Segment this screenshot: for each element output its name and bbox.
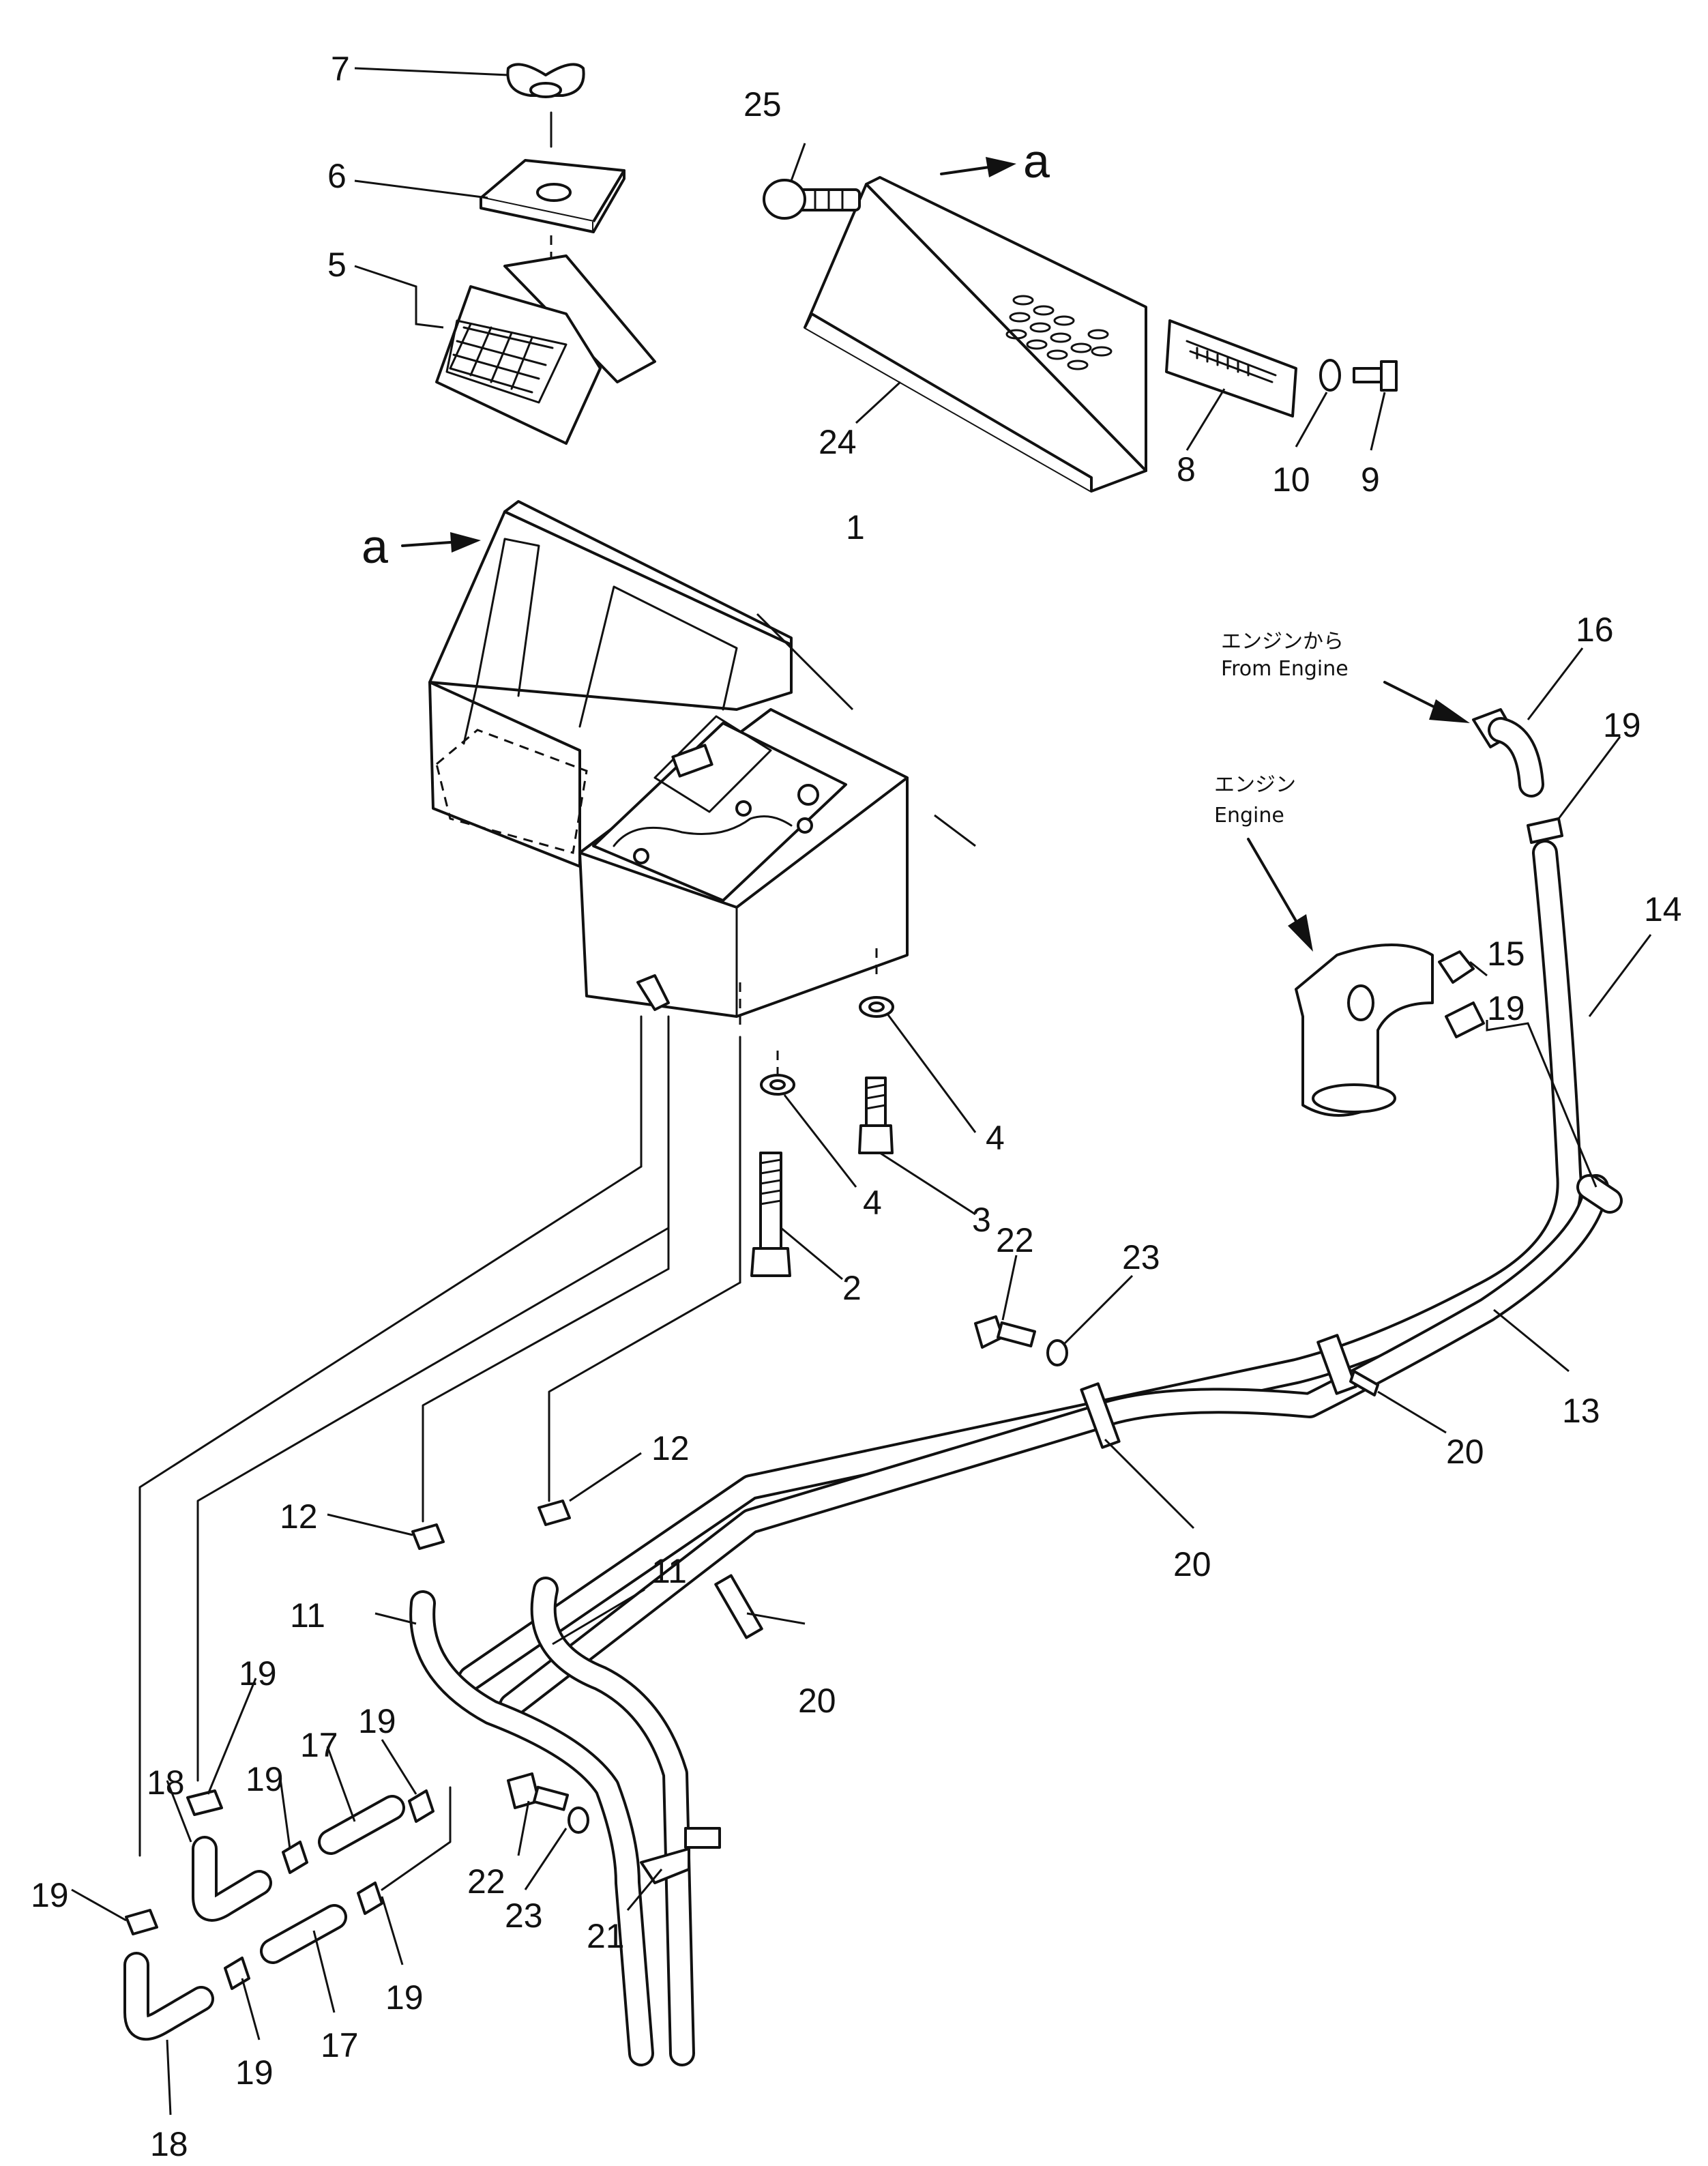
label-18-lower: 18 — [150, 2125, 188, 2163]
label-20-left: 20 — [798, 1682, 836, 1720]
label-1: 1 — [846, 508, 865, 546]
bolt-2-part — [750, 1152, 791, 1277]
clamp-12-right-part — [538, 1499, 571, 1526]
label-22-right: 22 — [996, 1221, 1034, 1259]
label-19-lower-left: 19 — [31, 1876, 69, 1914]
fitting-15-part — [1438, 950, 1475, 984]
label-24: 24 — [819, 423, 857, 461]
washer-23-left-part — [568, 1806, 589, 1834]
washer-plate-part — [480, 159, 625, 409]
engine-notes: エンジンから From Engine エンジン Engine — [1214, 630, 1349, 828]
label-17-lower: 17 — [321, 2026, 359, 2064]
label-2: 2 — [842, 1269, 862, 1307]
label-19-lower-b: 19 — [246, 1760, 284, 1798]
washer-10-part — [1319, 359, 1341, 392]
clamp-19-right-lower-part — [1445, 1001, 1485, 1038]
label-21: 21 — [587, 1917, 625, 1955]
washer-4-upper-part — [859, 996, 894, 1018]
view-marker-a-left: a — [362, 520, 388, 573]
view-arrows — [401, 157, 1470, 952]
label-10: 10 — [1272, 460, 1310, 499]
label-19-lower-a: 19 — [239, 1654, 277, 1693]
label-11-left: 11 — [290, 1596, 325, 1635]
label-9: 9 — [1361, 460, 1380, 499]
label-19-lower-d: 19 — [385, 1978, 424, 2017]
label-12-left: 12 — [280, 1497, 318, 1536]
label-8: 8 — [1177, 450, 1196, 488]
connection-lines — [138, 1015, 741, 1857]
note-engine-en: Engine — [1214, 804, 1284, 828]
label-19-lower-c: 19 — [358, 1702, 396, 1740]
label-17-upper: 17 — [300, 1726, 338, 1764]
meter-8-part — [1165, 319, 1297, 418]
label-18-upper: 18 — [147, 1763, 185, 1802]
label-23-left: 23 — [505, 1897, 543, 1935]
label-6: 6 — [327, 157, 347, 195]
label-14: 14 — [1644, 890, 1682, 928]
clamp-21-part — [640, 1827, 721, 1884]
clamp-12-left-part — [411, 1523, 445, 1550]
label-11-right: 11 — [651, 1552, 687, 1590]
label-12-right: 12 — [651, 1429, 690, 1467]
hose-assembly — [409, 840, 1623, 2066]
note-from-engine-jp: エンジンから — [1221, 630, 1344, 654]
washer-4-lower-part — [760, 1051, 795, 1096]
elbow-fitting-16-part — [1472, 708, 1544, 797]
knob-25-part — [763, 179, 861, 220]
console-box-part — [428, 500, 909, 1030]
hose-18-lower-part — [123, 1952, 214, 2041]
pipe-17-lower-part — [260, 1904, 347, 1964]
label-20-middle: 20 — [1173, 1545, 1211, 1583]
label-19-right: 19 — [1487, 989, 1525, 1027]
clamp-20-right-part — [1316, 1334, 1379, 1396]
pipe-17-upper-part — [318, 1795, 405, 1855]
bolt-9-part — [1353, 360, 1398, 392]
washer-23-right-part — [1046, 1339, 1068, 1366]
label-5: 5 — [327, 246, 347, 284]
note-engine-jp: エンジン — [1214, 773, 1296, 797]
label-22-left: 22 — [467, 1862, 505, 1901]
label-20-right: 20 — [1446, 1433, 1484, 1471]
bolt-22-right-part — [974, 1315, 1036, 1349]
label-7: 7 — [331, 50, 350, 88]
label-4-lower: 4 — [863, 1184, 882, 1222]
label-19-lower-e: 19 — [235, 2053, 274, 2092]
engine-outline — [1295, 943, 1434, 1117]
panel-vent-slots — [1005, 295, 1113, 370]
wing-nut-part — [506, 63, 585, 148]
label-23-right: 23 — [1122, 1238, 1160, 1276]
label-13: 13 — [1562, 1392, 1600, 1430]
label-16: 16 — [1576, 611, 1614, 649]
clamp-19-right-upper-part — [1527, 817, 1563, 844]
bolt-3-part — [858, 1077, 894, 1154]
clamps-19-lower-left — [125, 1789, 435, 1990]
display-housing-part — [435, 254, 656, 445]
view-marker-a-top: a — [1023, 134, 1050, 188]
leader-line-lower — [381, 1786, 452, 1891]
label-19-top-right: 19 — [1603, 706, 1641, 744]
label-3: 3 — [972, 1201, 991, 1239]
label-25: 25 — [743, 85, 782, 123]
note-from-engine-en: From Engine — [1221, 657, 1349, 681]
clamp-20-left-part — [714, 1574, 763, 1639]
label-15: 15 — [1487, 935, 1525, 973]
leader-lines — [71, 67, 1652, 2116]
label-4-upper: 4 — [986, 1119, 1005, 1157]
panel-24-part — [804, 176, 1147, 493]
bolt-22-left-part — [507, 1772, 570, 1811]
hose-18-upper-part — [192, 1836, 272, 1922]
part-number-labels: 7 6 5 25 24 8 10 9 1 16 19 14 15 19 4 4 … — [31, 50, 1682, 2163]
